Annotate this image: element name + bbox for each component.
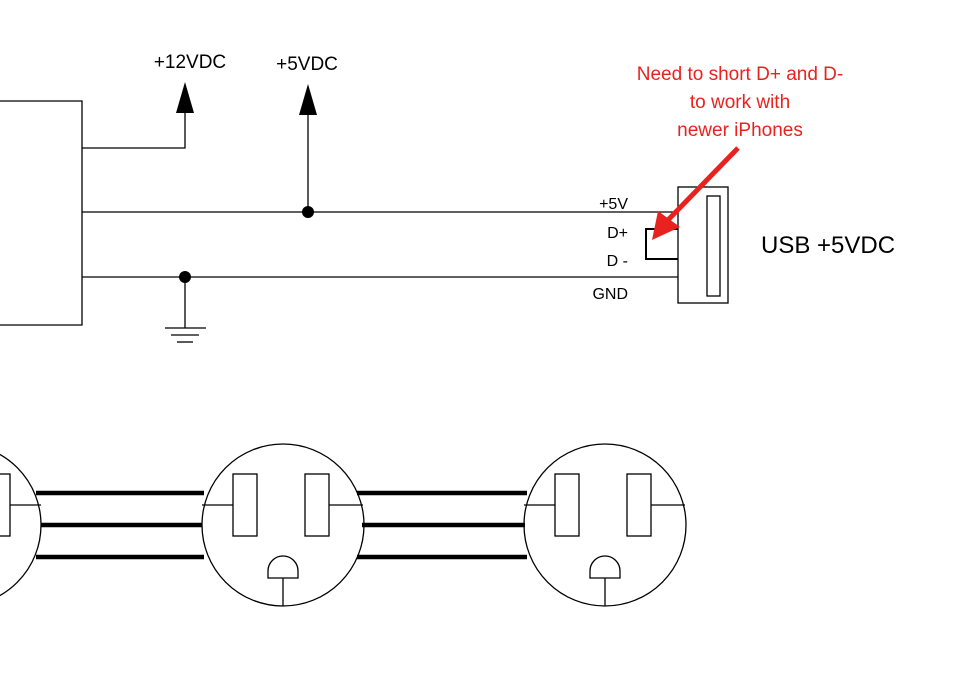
outlet-2-slot-left — [232, 473, 258, 537]
power-supply-box — [0, 100, 83, 326]
outlet-3-slot-left — [554, 473, 580, 537]
outlet-3-ground-hole — [589, 555, 621, 579]
junction-gnd-dot — [179, 271, 191, 283]
pin-label-gnd: GND — [592, 286, 628, 303]
outlet-1 — [0, 453, 42, 597]
arrow-12v-icon — [176, 82, 194, 113]
annotation-line-1: Need to short D+ and D- — [637, 64, 843, 85]
outlet-3 — [523, 443, 687, 607]
outlet-2-slot-right — [304, 473, 330, 537]
junction-5v-dot — [302, 206, 314, 218]
arrow-5v-icon — [299, 84, 317, 115]
pin-label-dplus: D+ — [607, 225, 628, 242]
annotation-arrow-shaft — [666, 146, 740, 222]
label-12vdc: +12VDC — [154, 52, 226, 73]
usb-title: USB +5VDC — [761, 232, 895, 259]
ground-symbol-icon — [165, 327, 206, 343]
annotation-arrow-head-icon — [652, 211, 680, 240]
annotation-note: Need to short D+ and D- to work with new… — [637, 64, 843, 141]
annotation-line-3: newer iPhones — [677, 120, 803, 141]
outlet-wires — [36, 490, 527, 560]
annotation-line-2: to work with — [690, 92, 790, 113]
outlet-2 — [201, 443, 365, 607]
label-5vdc: +5VDC — [276, 54, 338, 75]
outlet-3-slot-right — [626, 473, 652, 537]
usb-connector-tongue — [706, 195, 721, 297]
outlet-2-ground-hole — [267, 555, 299, 579]
pin-label-dminus: D - — [607, 253, 628, 270]
pin-label-5v: +5V — [599, 196, 628, 213]
wire-12v — [82, 110, 186, 149]
